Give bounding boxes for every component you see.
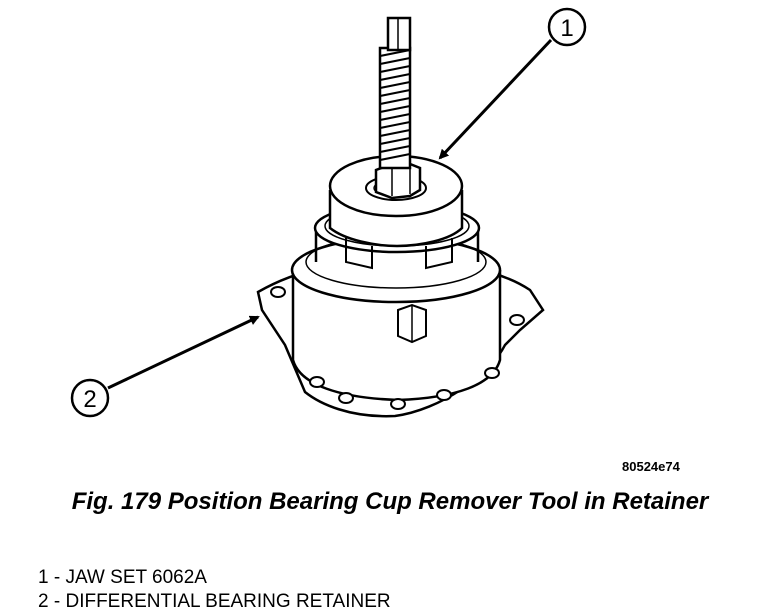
callout-1-leader (438, 38, 553, 160)
legend: 1 - JAW SET 6062A 2 - DIFFERENTIAL BEARI… (38, 566, 391, 614)
legend-item-2: 2 - DIFFERENTIAL BEARING RETAINER (38, 590, 391, 614)
legend-separator: - (53, 567, 61, 588)
legend-number: 2 (38, 591, 49, 612)
legend-text: JAW SET 6062A (65, 567, 207, 588)
svg-text:2: 2 (83, 386, 96, 413)
legend-item-1: 1 - JAW SET 6062A (38, 566, 391, 590)
legend-number: 1 (38, 567, 49, 588)
svg-text:1: 1 (560, 15, 573, 42)
bearing-cup-remover-illustration: 1 2 (70, 7, 587, 418)
legend-text: DIFFERENTIAL BEARING RETAINER (65, 591, 391, 612)
flange-bolt-holes (270, 286, 525, 410)
callout-1: 1 (438, 7, 587, 160)
legend-separator: - (53, 591, 61, 612)
image-id: 80524e74 (622, 459, 680, 474)
callout-2: 2 (70, 315, 260, 418)
figure-caption: Fig. 179 Position Bearing Cup Remover To… (71, 488, 709, 515)
callout-2-leader (107, 315, 260, 390)
